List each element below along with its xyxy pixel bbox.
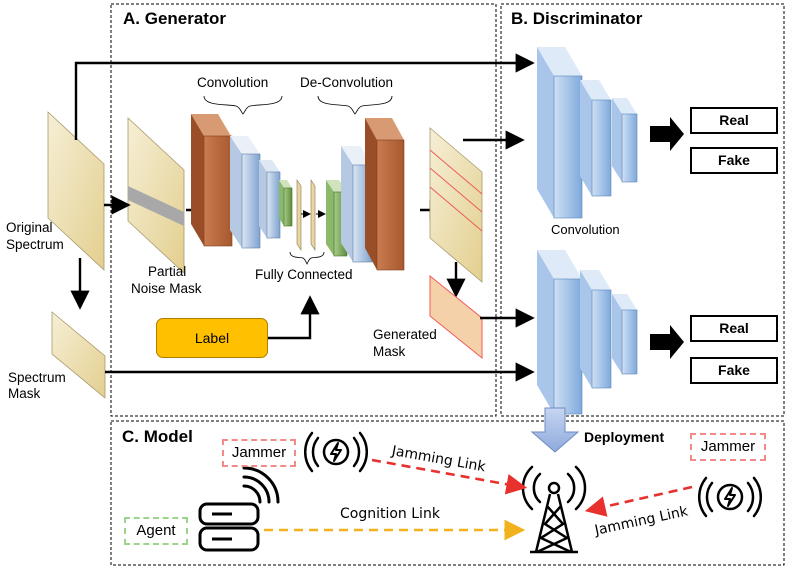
deconvolution-label: De-Convolution — [300, 75, 394, 90]
fc-slab-1 — [296, 179, 302, 251]
disc-convolution-label: Convolution — [551, 222, 620, 237]
generator-title: A. Generator — [123, 9, 226, 28]
generated-mask-slab — [429, 274, 483, 360]
discriminator-section-border — [500, 3, 785, 417]
original-spectrum-label-line2: Spectrum — [6, 237, 64, 252]
convolution-label: Convolution — [197, 75, 269, 90]
top-fake-box: Fake — [690, 147, 778, 174]
disc-top-output-arrow — [650, 117, 684, 151]
generated-line-1 — [429, 149, 483, 195]
disc-bottom-block-3 — [612, 294, 638, 375]
bottom-real-box: Real — [690, 315, 778, 342]
spectrum-mask-slab — [51, 311, 106, 399]
original-spectrum-slab — [47, 111, 105, 271]
fc-brace — [289, 251, 325, 265]
disc-top-block-3 — [612, 98, 638, 183]
cognition-link-label: Cognition Link — [340, 506, 440, 522]
disc-top-block-1 — [537, 47, 583, 219]
jamming-link-arrow-left — [371, 458, 528, 495]
generated-spectrum-slab — [429, 127, 483, 283]
deconvolution-brace — [317, 95, 393, 115]
conv-block-2 — [230, 136, 261, 249]
original-spectrum-label-line1: Original — [6, 220, 53, 235]
bottom-fake-box: Fake — [690, 357, 778, 384]
jammer-left-box: Jammer — [222, 439, 296, 467]
jammer-right-box: Jammer — [690, 433, 766, 461]
jammer-right-lightning-icon — [697, 476, 763, 518]
generated-line-3 — [429, 186, 483, 232]
spectrum-mask-label-line2: Mask — [8, 386, 41, 401]
conv-block-3 — [259, 160, 281, 239]
cell-tower-icon — [521, 465, 587, 554]
agent-box: Agent — [124, 517, 188, 545]
deployment-arrow — [530, 407, 580, 453]
model-title: C. Model — [122, 427, 193, 446]
jamming-link-arrow-right — [584, 485, 693, 517]
disc-bottom-block-1 — [537, 250, 583, 415]
generated-mask-label-line1: Generated — [373, 327, 437, 342]
generator-section-border — [110, 3, 497, 417]
arrow-label-to-fc — [268, 295, 320, 340]
partial-noise-mask-label-line2: Noise Mask — [131, 281, 202, 296]
convolution-brace — [203, 95, 283, 115]
disc-top-block-2 — [580, 80, 612, 197]
generated-line-2 — [429, 167, 483, 213]
generated-mask-label-line2: Mask — [373, 344, 406, 359]
fully-connected-label: Fully Connected — [255, 267, 353, 282]
jammer-lightning-icon — [303, 431, 369, 473]
disc-bottom-block-2 — [580, 270, 612, 389]
model-section-border — [110, 420, 785, 566]
conv-block-4 — [279, 180, 293, 227]
label-box: Label — [156, 318, 268, 358]
discriminator-title: B. Discriminator — [511, 9, 643, 28]
top-real-box: Real — [690, 107, 778, 134]
spectrum-mask-label-line1: Spectrum — [8, 370, 66, 385]
router-icon — [198, 466, 280, 552]
disc-bottom-output-arrow — [650, 325, 684, 359]
deployment-label: Deployment — [584, 429, 665, 445]
fc-slab-2 — [310, 179, 316, 251]
noise-band — [128, 186, 184, 226]
deconv-block-3 — [365, 118, 405, 271]
partial-noise-mask-label-line1: Partial — [148, 264, 187, 279]
conv-block-1 — [191, 114, 233, 247]
arrow-spectrum-to-discriminator — [74, 53, 535, 140]
